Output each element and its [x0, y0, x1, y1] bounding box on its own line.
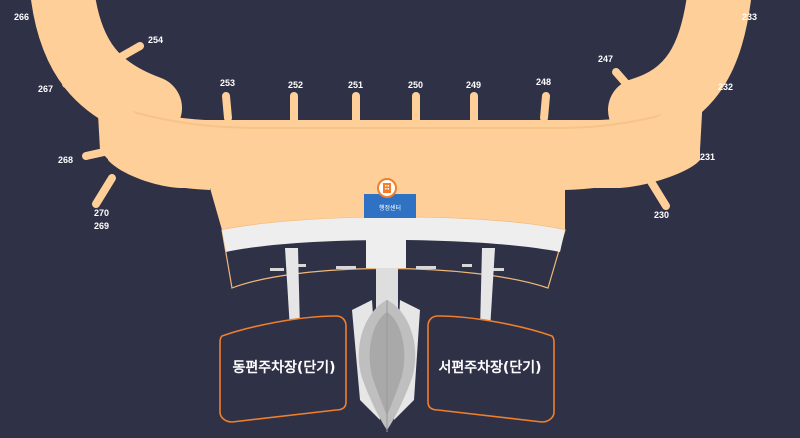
parking-west-label: 서편주차장(단기) [439, 359, 542, 376]
gate-labels: 266 254 267 268 270 269 253 252 251 250 … [14, 12, 757, 231]
gate-232[interactable]: 232 [718, 82, 733, 92]
gate-270[interactable]: 270 [94, 208, 109, 218]
gate-269[interactable]: 269 [94, 221, 109, 231]
gate-250[interactable]: 250 [408, 80, 423, 90]
parking-east-label: 동편주차장(단기) [233, 359, 336, 376]
gate-247[interactable]: 247 [598, 54, 613, 64]
parking-east[interactable]: 동편주차장(단기) [219, 315, 347, 423]
gate-252[interactable]: 252 [288, 80, 303, 90]
gate-233[interactable]: 233 [742, 12, 757, 22]
gate-248[interactable]: 248 [536, 77, 551, 87]
gate-249[interactable]: 249 [466, 80, 481, 90]
gate-268[interactable]: 268 [58, 155, 73, 165]
gate-254[interactable]: 254 [148, 35, 163, 45]
building-icon [383, 183, 391, 193]
gate-251[interactable]: 251 [348, 80, 363, 90]
gate-253[interactable]: 253 [220, 78, 235, 88]
gate-266[interactable]: 266 [14, 12, 29, 22]
parking-west[interactable]: 서편주차장(단기) [427, 315, 555, 423]
gate-231[interactable]: 231 [700, 152, 715, 162]
gate-230[interactable]: 230 [654, 210, 669, 220]
gate-267[interactable]: 267 [38, 84, 53, 94]
jetways [40, 0, 728, 210]
poi-admin-center[interactable]: 행정센터 [364, 178, 416, 218]
poi-admin-center-label: 행정센터 [379, 204, 401, 212]
transit-center [358, 300, 416, 432]
